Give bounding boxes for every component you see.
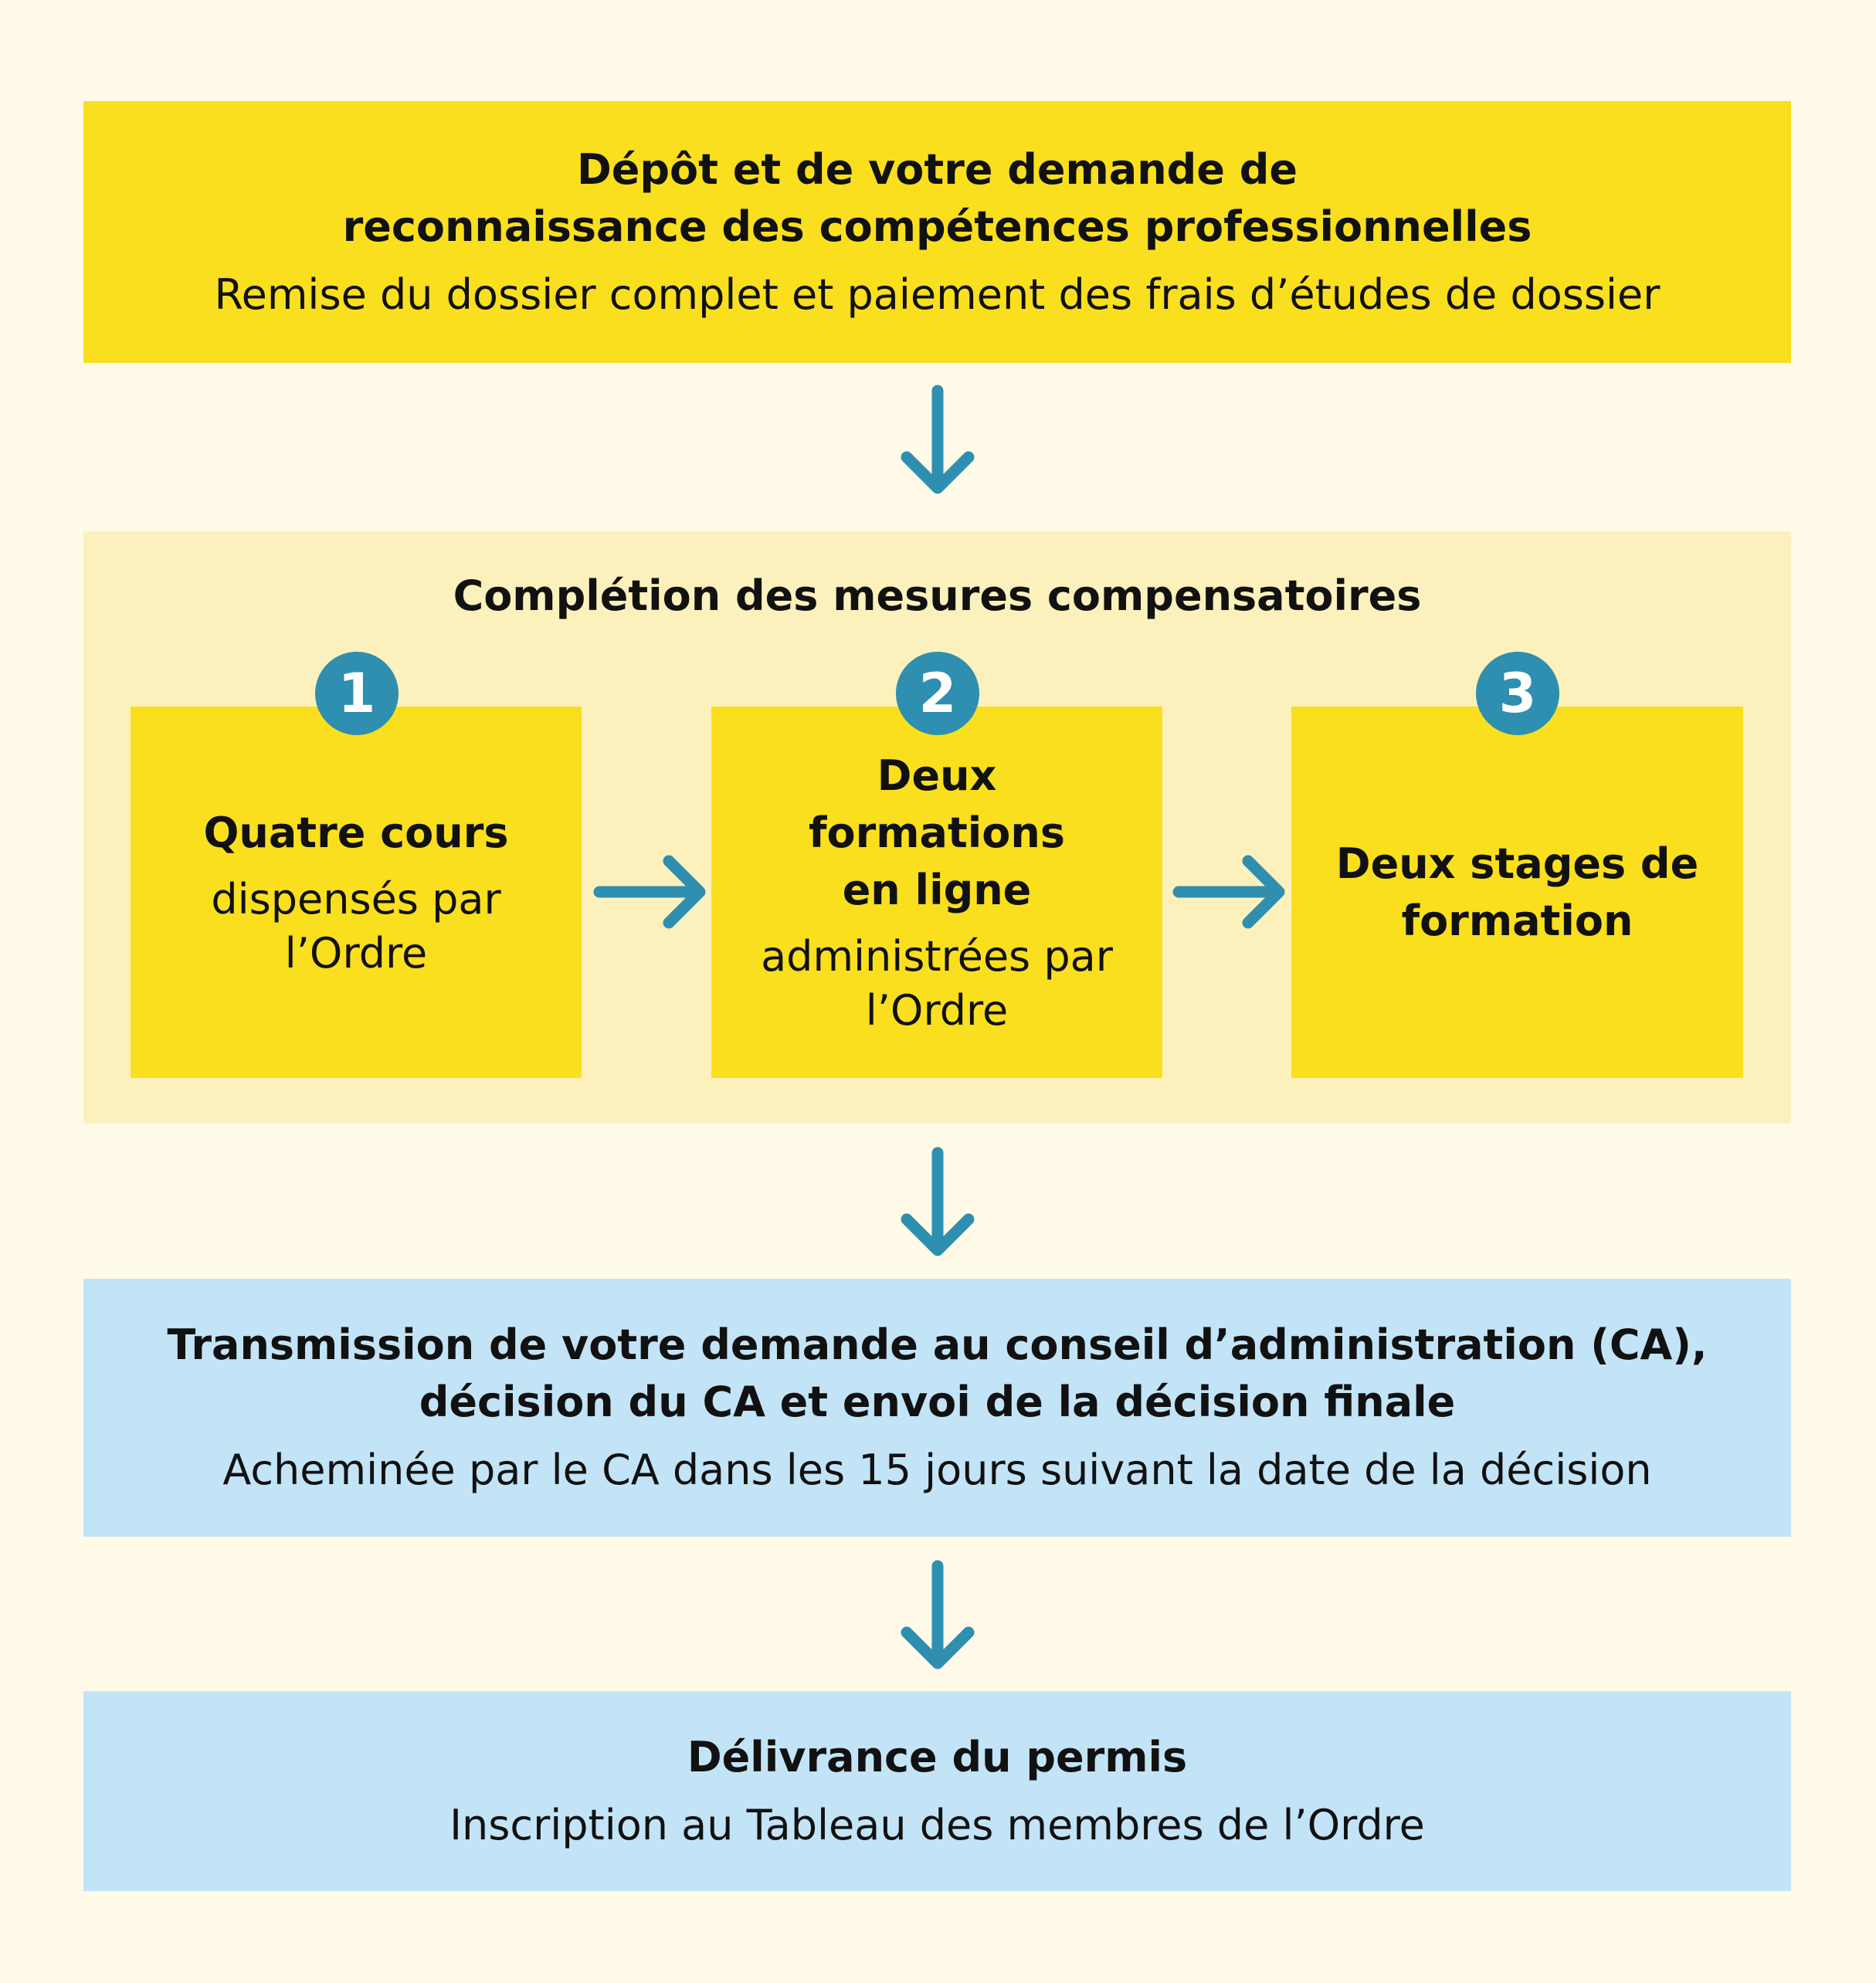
compensatory-measures-title: Complétion des mesures compensatoires — [453, 571, 1422, 620]
step-deposit-box: Dépôt et de votre demande de reconnaissa… — [83, 101, 1791, 363]
step-number-badge-1: 1 — [315, 652, 399, 735]
step-number-badge-3: 3 — [1476, 652, 1559, 735]
arrow-down-icon — [901, 1147, 975, 1256]
substep-courses-box: Quatre cours dispensés par l’Ordre — [131, 707, 582, 1078]
substep-courses-title: Quatre cours — [203, 808, 509, 857]
step-decision-title-1: Transmission de votre demande au conseil… — [167, 1320, 1708, 1369]
step-permit-subtitle: Inscription au Tableau des membres de l’… — [449, 1800, 1425, 1849]
substep-online-training-box: Deux formations en ligne administrées pa… — [711, 707, 1162, 1078]
step-decision-title-2: décision du CA et envoi de la décision f… — [419, 1378, 1456, 1426]
substep-internships-box: Deux stages de formation — [1291, 707, 1743, 1078]
substep-online-subtitle-1: administrées par — [761, 931, 1113, 981]
step-permit-box: Délivrance du permis Inscription au Tabl… — [83, 1691, 1791, 1891]
substep-online-title-2: formations — [809, 808, 1065, 857]
arrow-right-icon — [593, 855, 706, 929]
substep-online-title-3: en ligne — [842, 865, 1032, 914]
arrow-down-icon — [901, 385, 975, 494]
arrow-down-icon — [901, 1560, 975, 1669]
substep-online-title-1: Deux — [877, 751, 997, 800]
step-decision-subtitle: Acheminée par le CA dans les 15 jours su… — [222, 1446, 1652, 1494]
step-deposit-subtitle: Remise du dossier complet et paiement de… — [214, 269, 1661, 319]
step-number-badge-2: 2 — [896, 652, 979, 735]
step-deposit-title-2: reconnaissance des compétences professio… — [342, 202, 1532, 251]
substep-online-subtitle-2: l’Ordre — [865, 985, 1009, 1035]
arrow-right-icon — [1172, 855, 1285, 929]
step-decision-box: Transmission de votre demande au conseil… — [83, 1279, 1791, 1537]
step-deposit-title-1: Dépôt et de votre demande de — [576, 144, 1298, 194]
substep-internships-title-1: Deux stages de — [1335, 839, 1699, 888]
substep-courses-subtitle-2: l’Ordre — [284, 928, 428, 978]
substep-internships-title-2: formation — [1401, 896, 1633, 945]
step-permit-title: Délivrance du permis — [687, 1732, 1188, 1781]
substep-courses-subtitle-1: dispensés par — [211, 874, 501, 924]
